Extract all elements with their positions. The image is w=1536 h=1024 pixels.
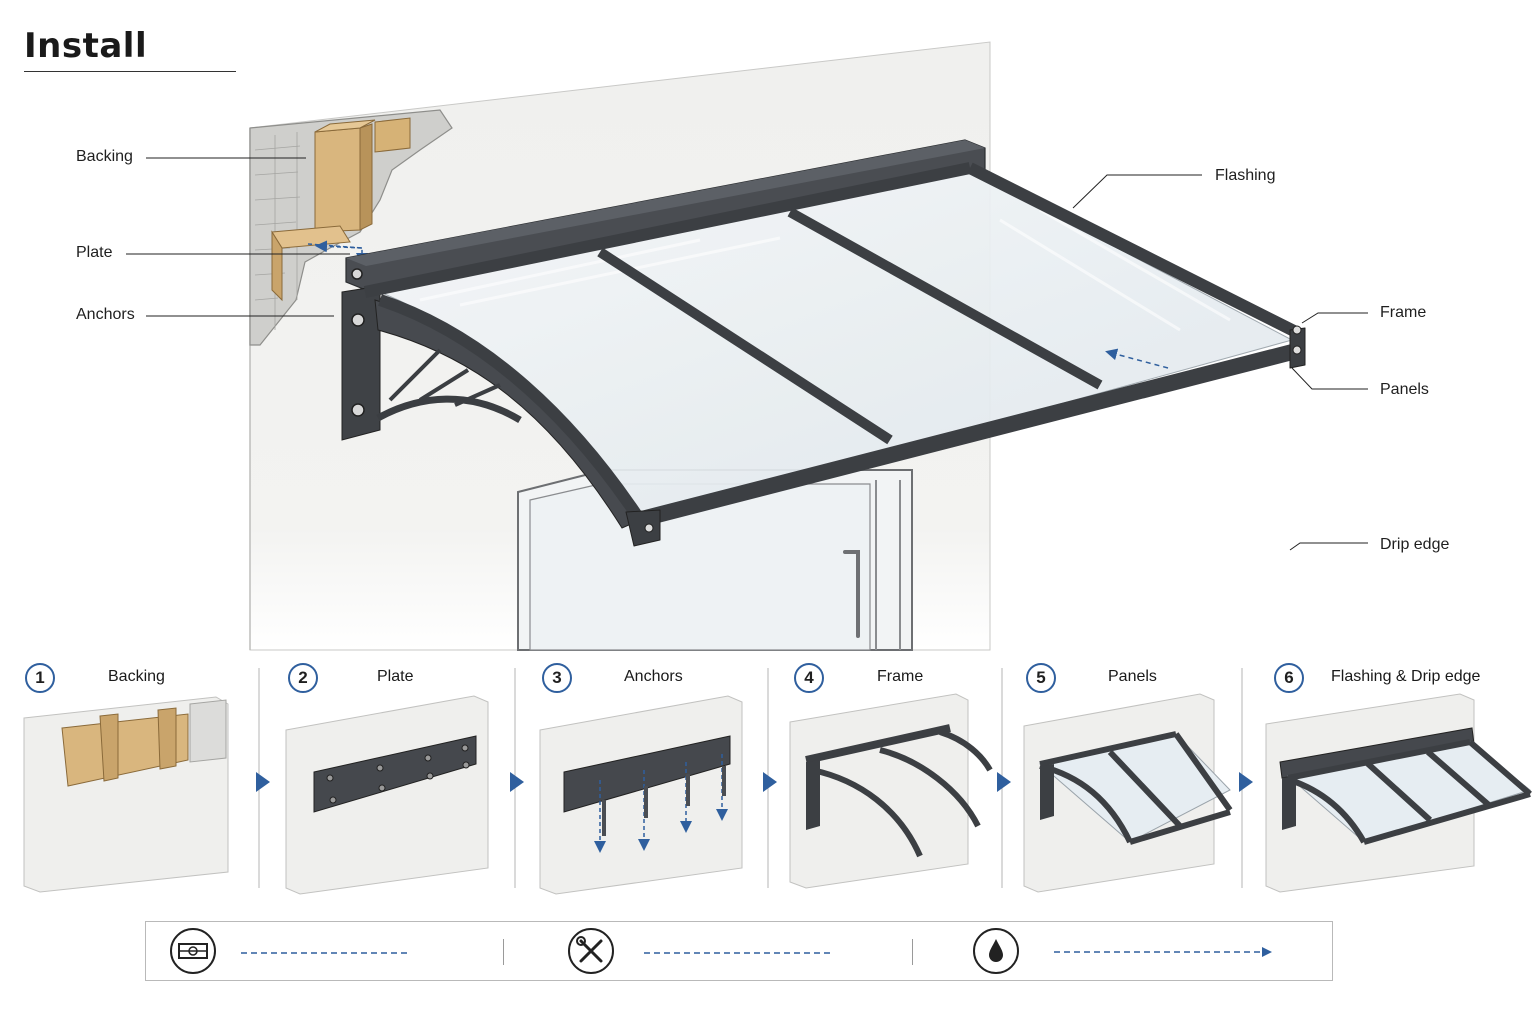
step-6-badge: 6	[1274, 660, 1304, 696]
divider	[912, 939, 913, 965]
dashed-arrow	[1054, 946, 1274, 958]
step-number: 1	[25, 663, 55, 693]
step-5-badge: 5	[1026, 660, 1056, 696]
step-6-title: Flashing & Drip edge	[1331, 668, 1480, 686]
step-number: 6	[1274, 663, 1304, 693]
wrench-screwdriver-icon	[568, 928, 614, 974]
step-4-title: Frame	[877, 668, 923, 686]
step-number: 4	[794, 663, 824, 693]
step-1-badge: 1	[25, 660, 55, 696]
step-number: 5	[1026, 663, 1056, 693]
dashed-connector	[644, 950, 834, 956]
level-icon	[170, 928, 216, 974]
callout-backing: Backing	[76, 148, 133, 166]
step-number: 2	[288, 663, 318, 693]
step-2-title: Plate	[377, 668, 413, 686]
step-1-title: Backing	[108, 668, 165, 686]
callout-anchors: Anchors	[76, 306, 135, 324]
step-3-badge: 3	[542, 660, 572, 696]
callout-flashing: Flashing	[1215, 167, 1275, 185]
dashed-connector	[241, 950, 411, 956]
callout-frame: Frame	[1380, 304, 1426, 322]
step-number: 3	[542, 663, 572, 693]
water-drop-icon	[973, 928, 1019, 974]
callout-plate: Plate	[76, 244, 112, 262]
callout-drip-edge: Drip edge	[1380, 536, 1449, 554]
tools-bar	[145, 921, 1333, 981]
step-3-title: Anchors	[624, 668, 683, 686]
step-5-title: Panels	[1108, 668, 1157, 686]
step-4-badge: 4	[794, 660, 824, 696]
callout-panels: Panels	[1380, 381, 1429, 399]
divider	[503, 939, 504, 965]
step-2-badge: 2	[288, 660, 318, 696]
